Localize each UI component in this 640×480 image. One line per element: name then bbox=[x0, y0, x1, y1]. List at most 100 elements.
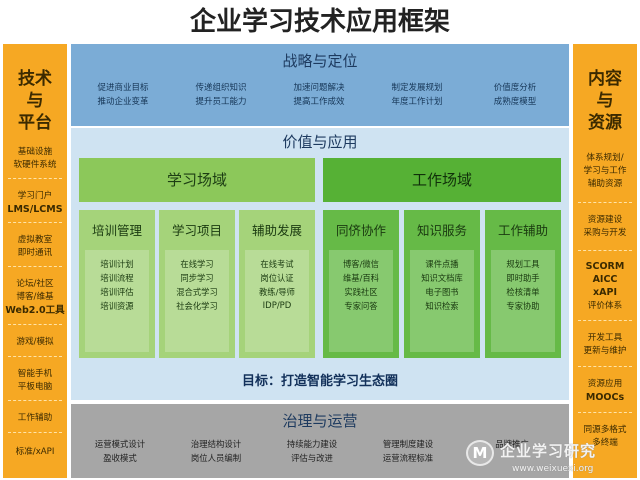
content-divider bbox=[578, 320, 632, 321]
tech-divider bbox=[8, 400, 62, 401]
tech-item: 虚拟教室 bbox=[17, 235, 53, 245]
watermark-text: 企业学习研究 bbox=[500, 442, 597, 460]
column-item: 检核清单 bbox=[506, 287, 540, 297]
column-item: 博客/微信 bbox=[343, 259, 379, 269]
column-item: IDP/PD bbox=[262, 301, 292, 311]
content-item: SCORM bbox=[585, 261, 625, 272]
column-training-management: 培训管理 培训计划 培训流程 培训评估 培训资源 bbox=[79, 210, 155, 358]
strategy-item: 传递组织知识 bbox=[195, 83, 247, 93]
column-item: 同步学习 bbox=[180, 273, 214, 283]
column-body: 培训计划 培训流程 培训评估 培训资源 bbox=[85, 250, 149, 352]
content-item: 体系规划/ bbox=[586, 153, 624, 163]
column-body: 规划工具 即时助手 检核清单 专家协助 bbox=[491, 250, 555, 352]
content-title-1: 内容 bbox=[588, 69, 622, 89]
content-item: 同源多格式 bbox=[583, 425, 627, 435]
tech-divider bbox=[8, 324, 62, 325]
content-item: AICC bbox=[592, 274, 618, 285]
strategy-item: 推动企业变革 bbox=[97, 97, 149, 107]
strategy-item: 提高工作成效 bbox=[293, 97, 345, 107]
tech-item: 标准/xAPI bbox=[15, 447, 55, 457]
content-item: 开发工具 bbox=[587, 333, 623, 343]
column-head: 培训管理 bbox=[91, 223, 142, 238]
column-knowledge-service: 知识服务 课件点播 知识文档库 电子图书 知识检索 bbox=[404, 210, 480, 358]
tech-item: 平板电脑 bbox=[17, 382, 53, 392]
strategy-item: 提升员工能力 bbox=[195, 97, 247, 107]
column-item: 岗位认证 bbox=[260, 273, 294, 283]
column-learning-project: 学习项目 在线学习 同步学习 混合式学习 社会化学习 bbox=[159, 210, 235, 358]
content-divider bbox=[578, 412, 632, 413]
content-item: 资源应用 bbox=[587, 379, 623, 389]
tech-divider bbox=[8, 432, 62, 433]
column-head: 工作辅助 bbox=[497, 223, 548, 238]
column-item: 专家问答 bbox=[344, 301, 378, 311]
column-assisted-development: 辅助发展 在线考试 岗位认证 教练/导师 IDP/PD bbox=[239, 210, 315, 358]
governance-item: 运营模式设计 bbox=[94, 439, 146, 449]
content-resource-column: 内容 与 资源 体系规划/ 学习与工作 辅助资源 资源建设 采购与开发 SCOR… bbox=[573, 44, 637, 478]
governance-title: 治理与运营 bbox=[282, 412, 358, 430]
tech-item: 学习门户 bbox=[17, 191, 53, 201]
strategy-item: 价值度分析 bbox=[493, 83, 537, 93]
governance-item: 盈收模式 bbox=[103, 453, 137, 463]
column-body: 在线学习 同步学习 混合式学习 社会化学习 bbox=[165, 250, 229, 352]
content-item: 学习与工作 bbox=[583, 166, 627, 176]
tech-item: LMS/LCMS bbox=[7, 204, 63, 215]
column-body: 博客/微信 维基/百科 实践社区 专家问答 bbox=[329, 250, 393, 352]
tech-item: 即时通讯 bbox=[17, 248, 53, 258]
strategy-item: 成熟度模型 bbox=[493, 97, 537, 107]
column-head: 辅助发展 bbox=[251, 223, 302, 238]
column-peer-collaboration: 同侪协作 博客/微信 维基/百科 实践社区 专家问答 bbox=[323, 210, 399, 358]
content-item: 资源建设 bbox=[587, 215, 623, 225]
goal-statement: 目标：打造智能学习生态圈 bbox=[241, 374, 398, 389]
watermark-url: www.weixuexi.org bbox=[512, 464, 594, 474]
tech-item: 博客/维基 bbox=[16, 292, 54, 302]
governance-item: 治理结构设计 bbox=[190, 439, 242, 449]
column-item: 培训资源 bbox=[100, 301, 134, 311]
column-item: 实践社区 bbox=[344, 287, 378, 297]
governance-item: 品牌推广 bbox=[495, 439, 529, 449]
column-item: 在线考试 bbox=[260, 259, 294, 269]
governance-item: 岗位人员编制 bbox=[190, 453, 242, 463]
tech-title-3: 平台 bbox=[18, 113, 52, 133]
content-divider bbox=[578, 202, 632, 203]
tech-item: 基础设施 bbox=[17, 147, 53, 157]
tech-item: Web2.0工具 bbox=[5, 305, 65, 316]
content-item: 采购与开发 bbox=[583, 228, 627, 238]
tech-item: 论坛/社区 bbox=[16, 279, 54, 289]
content-title-2: 与 bbox=[596, 91, 614, 111]
work-field: 工作场域 bbox=[323, 158, 561, 202]
tech-item: 智能手机 bbox=[17, 369, 53, 379]
column-item: 社会化学习 bbox=[176, 301, 218, 311]
content-item: 评价体系 bbox=[587, 301, 623, 311]
tech-item: 软硬件系统 bbox=[13, 160, 57, 170]
content-item: xAPI bbox=[593, 287, 617, 298]
value-title: 价值与应用 bbox=[282, 133, 358, 151]
page-title: 企业学习技术应用框架 bbox=[189, 7, 450, 37]
tech-item: 工作辅助 bbox=[17, 413, 53, 423]
strategy-item: 制定发展规划 bbox=[391, 83, 443, 93]
strategy-title: 战略与定位 bbox=[282, 52, 358, 70]
tech-divider bbox=[8, 266, 62, 267]
strategy-item: 促进商业目标 bbox=[97, 83, 149, 93]
watermark-logo-icon: M bbox=[466, 440, 494, 466]
strategy-band: 战略与定位 促进商业目标 推动企业变革 传递组织知识 提升员工能力 加速问题解决… bbox=[71, 44, 569, 126]
governance-item: 持续能力建设 bbox=[286, 439, 338, 449]
tech-title-1: 技术 bbox=[18, 69, 52, 89]
tech-divider bbox=[8, 178, 62, 179]
column-body: 在线考试 岗位认证 教练/导师 IDP/PD bbox=[245, 250, 309, 352]
content-item: MOOCs bbox=[585, 392, 625, 403]
content-item: 多终端 bbox=[592, 438, 618, 448]
strategy-item: 加速问题解决 bbox=[293, 83, 345, 93]
column-head: 学习项目 bbox=[171, 223, 222, 238]
column-item: 规划工具 bbox=[506, 259, 540, 269]
strategy-item: 年度工作计划 bbox=[391, 97, 443, 107]
content-title-3: 资源 bbox=[588, 113, 622, 133]
column-item: 知识检索 bbox=[425, 301, 459, 311]
column-work-support: 工作辅助 规划工具 即时助手 检核清单 专家协助 bbox=[485, 210, 561, 358]
tech-platform-column: 技术 与 平台 基础设施 软硬件系统 学习门户 LMS/LCMS 虚拟教室 即时… bbox=[3, 44, 67, 478]
learning-field: 学习场域 bbox=[79, 158, 315, 202]
governance-item: 评估与改进 bbox=[291, 453, 333, 463]
column-body: 课件点播 知识文档库 电子图书 知识检索 bbox=[410, 250, 474, 352]
column-item: 维基/百科 bbox=[343, 273, 379, 283]
content-divider bbox=[578, 366, 632, 367]
tech-title-2: 与 bbox=[26, 91, 44, 111]
